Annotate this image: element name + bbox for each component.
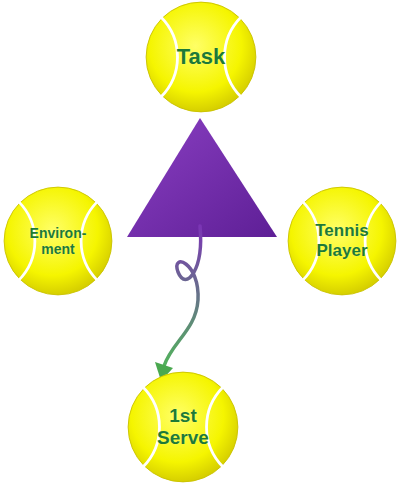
node-label: Tennis Player	[307, 221, 377, 260]
ball-text: Tennis Player	[287, 186, 397, 296]
node-label: Task	[151, 44, 251, 69]
ball-text: Environ- ment	[3, 186, 113, 296]
ball-node: Environ- ment	[3, 186, 113, 296]
ball-text: Task	[145, 1, 257, 113]
ball-node: 1st Serve	[127, 371, 239, 483]
ball-node: Task	[145, 1, 257, 113]
purple-triangle	[127, 118, 277, 237]
ball-node: Tennis Player	[287, 186, 397, 296]
ball-text: 1st Serve	[127, 371, 239, 483]
node-label: Environ- ment	[27, 225, 89, 257]
node-label: 1st Serve	[151, 405, 215, 449]
squiggle-arrow	[164, 226, 201, 366]
